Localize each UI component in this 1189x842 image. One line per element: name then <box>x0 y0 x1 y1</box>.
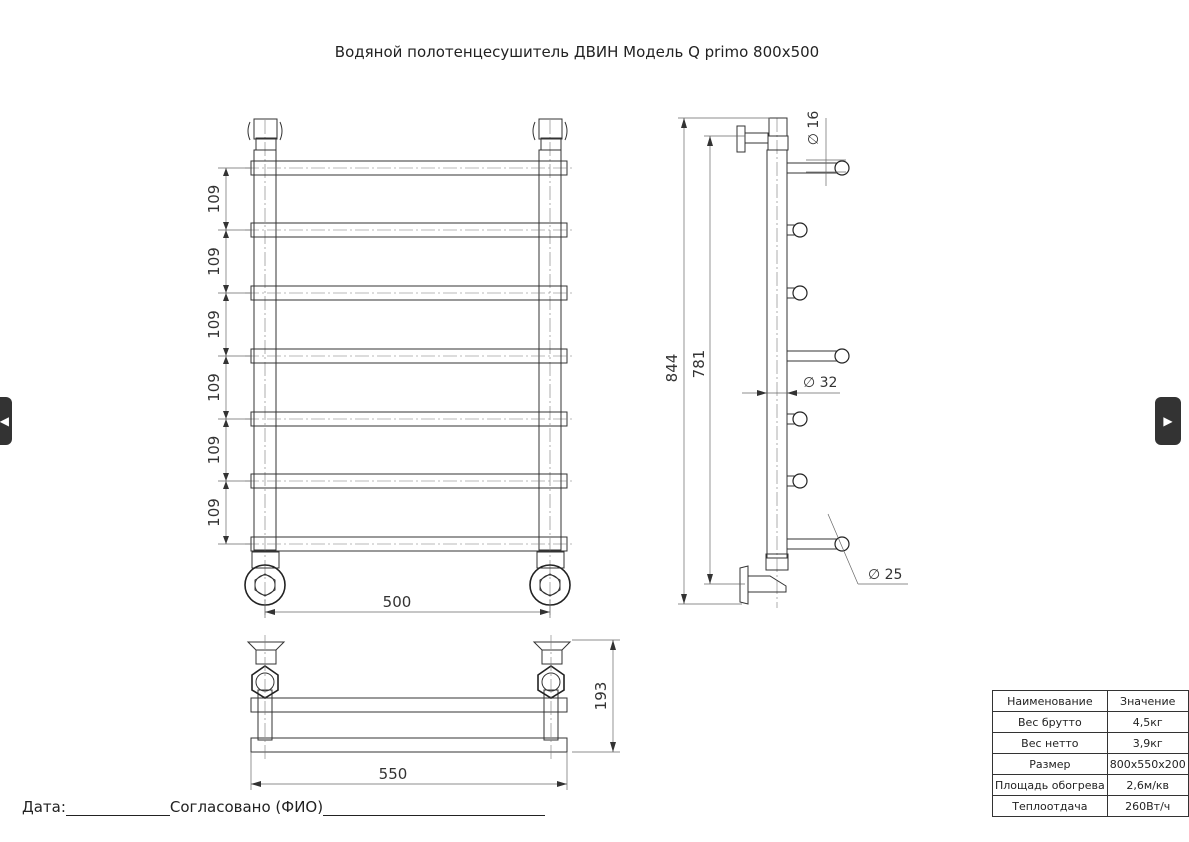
front-rung <box>245 473 573 489</box>
top-right-fitting <box>532 118 568 151</box>
front-rung <box>245 348 573 364</box>
front-rung <box>245 411 573 427</box>
rung-pitch-label: 109 <box>205 247 223 276</box>
top-view: 193 550 <box>246 635 620 790</box>
cell-value: 260Вт/ч <box>1106 795 1189 817</box>
approved-label: Согласовано (ФИО) <box>169 798 324 816</box>
cell-value: 2,6м/кв <box>1106 774 1189 796</box>
side-rung <box>786 222 808 238</box>
side-rung <box>786 285 808 301</box>
front-rungs <box>245 160 573 552</box>
front-rung <box>245 285 573 301</box>
cell-name: Вес брутто <box>992 711 1108 733</box>
pipe-diameter-label: ∅ 32 <box>803 375 837 391</box>
side-rungs <box>786 160 850 552</box>
drawing-title: Водяной полотенцесушитель ДВИН Модель Q … <box>335 43 819 61</box>
cell-name: Площадь обогрева <box>992 774 1108 796</box>
triangle-right-icon: ▶ <box>1163 414 1173 428</box>
top-width-label: 550 <box>379 765 408 783</box>
top-rail-front <box>250 737 568 753</box>
next-arrow-button[interactable]: ▶ <box>1155 397 1181 445</box>
depth-label: 193 <box>592 682 610 711</box>
cell-value: 3,9кг <box>1106 732 1189 754</box>
cell-value: 800x550x200 <box>1106 753 1189 775</box>
rung-pitch-label: 109 <box>205 373 223 402</box>
rung-pitch-label: 109 <box>205 498 223 527</box>
signature-footer: Дата: Согласовано (ФИО) <box>22 798 546 816</box>
overall-height-label: 844 <box>663 354 681 383</box>
front-view: 109 109 109 109 109 109 500 <box>205 118 573 618</box>
cell-name: Вес нетто <box>992 732 1108 754</box>
side-rung <box>786 411 808 427</box>
side-rung <box>786 536 850 552</box>
cell-name: Теплоотдача <box>992 795 1108 817</box>
side-rung <box>786 473 808 489</box>
rung-pitch-label: 109 <box>205 185 223 214</box>
cell-name: Размер <box>992 753 1108 775</box>
date-blank <box>65 798 170 816</box>
previous-arrow-button[interactable]: ◀ <box>0 397 12 445</box>
side-rung <box>786 348 850 364</box>
front-rung <box>245 536 573 552</box>
cell-value: 4,5кг <box>1106 711 1189 733</box>
front-rung <box>245 160 573 176</box>
front-width-label: 500 <box>383 593 412 611</box>
rung-diameter-label: ∅ 16 <box>806 111 822 146</box>
front-rung <box>245 222 573 238</box>
triangle-left-icon: ◀ <box>0 414 9 428</box>
table-header-row: Наименование Значение <box>992 690 1189 712</box>
fitting-diameter-label: ∅ 25 <box>868 567 902 583</box>
side-top-mount <box>736 117 789 153</box>
top-rail-back <box>250 697 568 713</box>
header-value: Значение <box>1106 690 1189 712</box>
date-label: Дата: <box>22 798 66 816</box>
rung-pitch-label: 109 <box>205 310 223 339</box>
top-left-fitting <box>247 118 283 151</box>
rung-pitch-label: 109 <box>205 436 223 465</box>
rung-pitch-labels: 109 109 109 109 109 109 <box>205 185 223 527</box>
header-name: Наименование <box>992 690 1108 712</box>
side-bottom-mount <box>739 553 789 605</box>
approved-blank <box>323 798 546 816</box>
side-view: 844 781 ∅ 16 ∅ 32 ∅ 25 <box>663 111 908 608</box>
center-height-label: 781 <box>690 350 708 379</box>
side-rung <box>786 160 850 176</box>
